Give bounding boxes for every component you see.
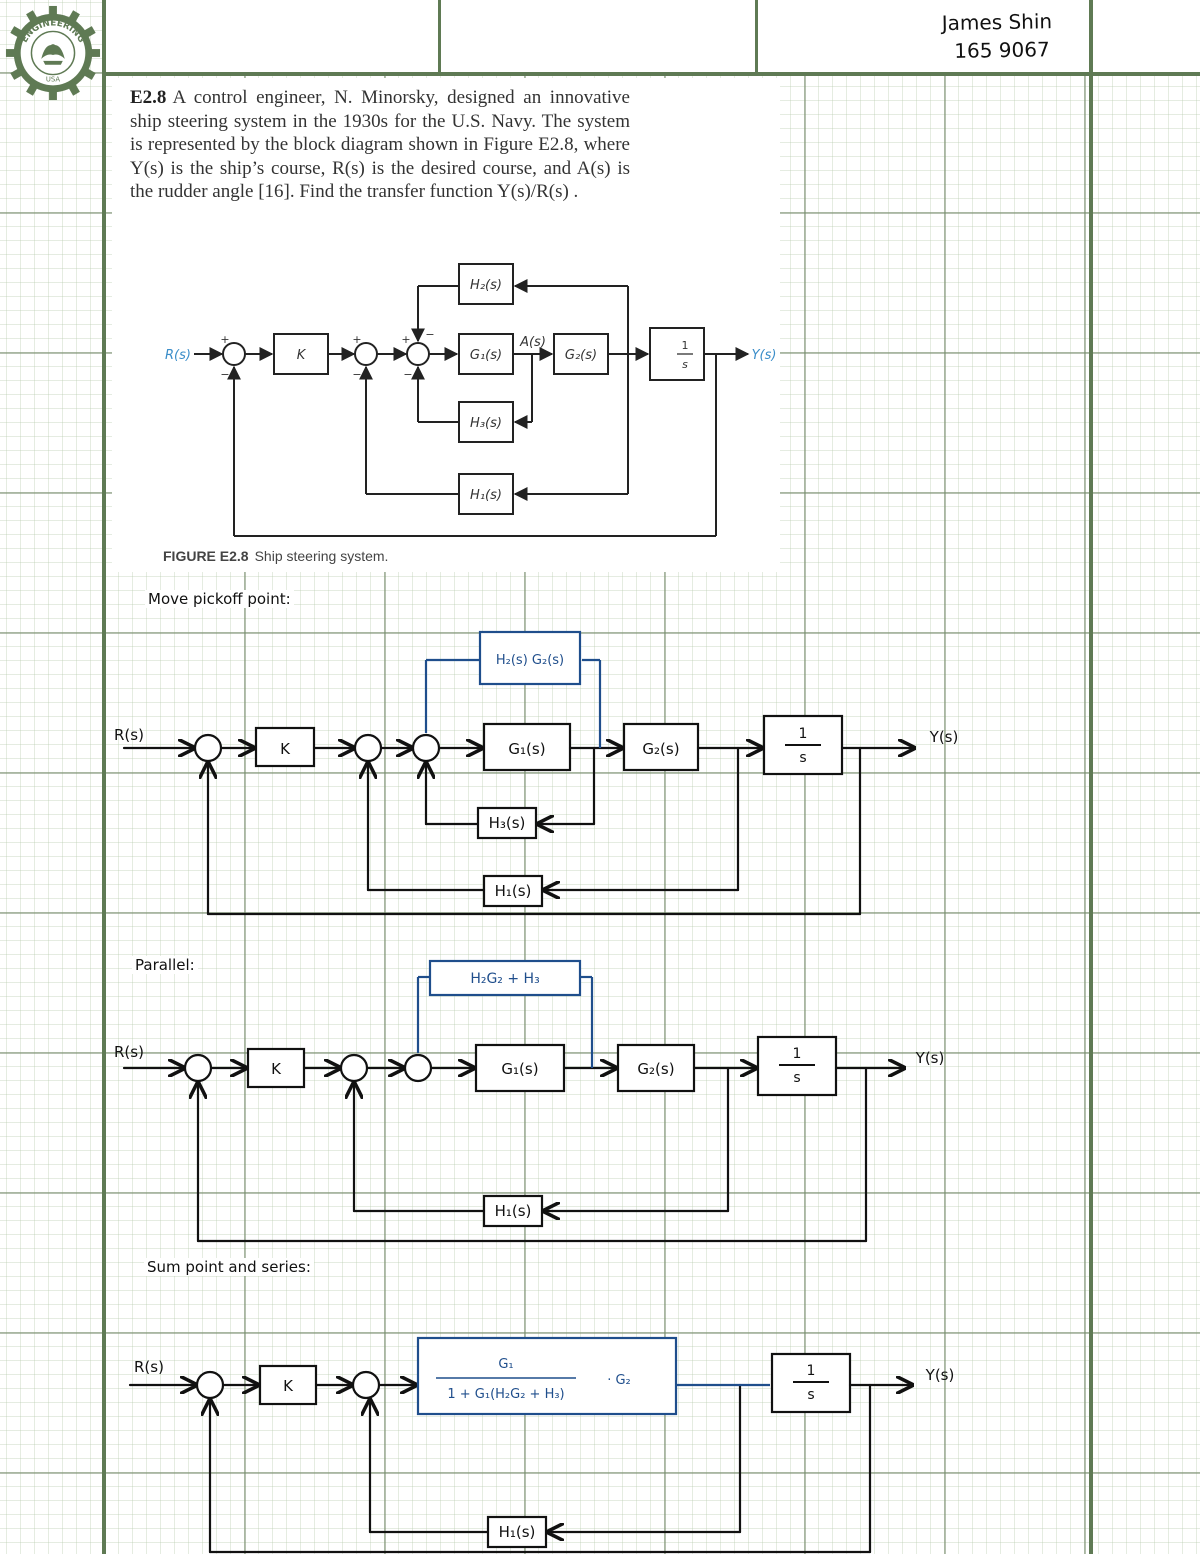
fig-integrator-den: s (682, 358, 688, 371)
step3-h1-label: H₁(s) (499, 1523, 536, 1541)
fig-output-label: Y(s) (752, 348, 777, 363)
step2-output-label: Y(s) (915, 1049, 945, 1067)
fig-minus-sign: − (403, 368, 412, 381)
step2-heading: Parallel: (132, 956, 198, 974)
fig-integrator-num: 1 (682, 339, 689, 352)
fig-h1-label: H₁(s) (470, 488, 502, 503)
logo-bottom-text: USA (46, 75, 61, 83)
figure-caption-number: FIGURE E2.8 (163, 548, 249, 564)
step2-g2-label: G₂(s) (637, 1060, 674, 1078)
fig-minus-sign: − (425, 328, 434, 341)
step3-series-numerator: G₁ (498, 1357, 513, 1372)
step2-gain-label: K (271, 1060, 282, 1078)
fig-h3-label: H₃(s) (470, 416, 502, 431)
author-name: James Shin (941, 9, 1053, 36)
fig-gain-label: K (297, 348, 307, 363)
ship-steering-block-diagram: R(s) Y(s) K G₁(s) G₂(s) H₂(s) H₃(s) H₁(s… (165, 263, 777, 537)
engineering-gear-logo: ENGINEERING USA (5, 5, 101, 101)
fig-input-label: R(s) (165, 348, 191, 363)
step1-integrator-num: 1 (799, 726, 808, 742)
step1-h3-label: H₃(s) (489, 814, 526, 832)
figure-caption: FIGURE E2.8 Ship steering system. (163, 548, 388, 564)
figure-caption-text: Ship steering system. (254, 548, 389, 564)
right-margin-line (1089, 0, 1093, 1554)
step3-integrator-den: s (807, 1387, 814, 1403)
step2-input-label: R(s) (114, 1043, 144, 1061)
step3-output-label: Y(s) (925, 1366, 955, 1384)
step1-g2-label: G₂(s) (642, 740, 679, 758)
fig-h2-label: H₂(s) (470, 278, 502, 293)
fig-g1-label: G₁(s) (470, 348, 502, 363)
step2-parallel-block-label: H₂G₂ + H₃ (470, 971, 539, 987)
step3-heading: Sum point and series: (144, 1258, 314, 1276)
step3-input-label: R(s) (134, 1358, 164, 1376)
step1-integrator-den: s (799, 750, 806, 766)
step1-input-label: R(s) (114, 726, 144, 744)
step1-diagram: R(s) Y(s) K G₁(s) G₂(s) H₃(s) H₁(s) 1 s … (114, 630, 959, 916)
page-header (104, 0, 1200, 76)
fig-minus-sign: − (352, 368, 361, 381)
problem-text: A control engineer, N. Minorsky, designe… (130, 87, 630, 202)
fig-plus-sign: + (220, 333, 229, 346)
step3-series-denominator: 1 + G₁(H₂G₂ + H₃) (447, 1387, 564, 1402)
fig-plus-sign: + (352, 333, 361, 346)
fig-plus-sign: + (401, 333, 410, 346)
step3-series-multiplier: · G₂ (607, 1373, 631, 1388)
header-divider (438, 0, 441, 72)
header-divider (755, 0, 758, 72)
step3-gain-label: K (283, 1377, 294, 1395)
step2-integrator-den: s (793, 1070, 800, 1086)
step2-diagram: R(s) Y(s) K G₁(s) G₂(s) H₁(s) 1 s H₂G₂ +… (114, 959, 945, 1243)
step1-h1-label: H₁(s) (495, 882, 532, 900)
step1-output-label: Y(s) (929, 728, 959, 746)
step3-integrator-num: 1 (807, 1363, 816, 1379)
author-id: 165 9067 (954, 37, 1050, 63)
step1-moved-block-label: H₂(s) G₂(s) (496, 653, 564, 668)
left-margin-line (102, 0, 106, 1554)
step1-gain-label: K (280, 740, 291, 758)
step1-g1-label: G₁(s) (508, 740, 545, 758)
step3-diagram: R(s) Y(s) K H₁(s) 1 s G₁ 1 + G₁(H₂G₂ + H… (128, 1336, 955, 1554)
step1-heading: Move pickoff point: (145, 590, 294, 608)
step2-g1-label: G₁(s) (501, 1060, 538, 1078)
fig-minus-sign: − (220, 368, 229, 381)
author-block: James Shin 165 9067 (930, 7, 1081, 66)
step2-h1-label: H₁(s) (495, 1202, 532, 1220)
step2-integrator-num: 1 (793, 1046, 802, 1062)
problem-number: E2.8 (130, 87, 167, 108)
fig-rudder-label: A(s) (519, 335, 546, 350)
fig-g2-label: G₂(s) (565, 348, 597, 363)
